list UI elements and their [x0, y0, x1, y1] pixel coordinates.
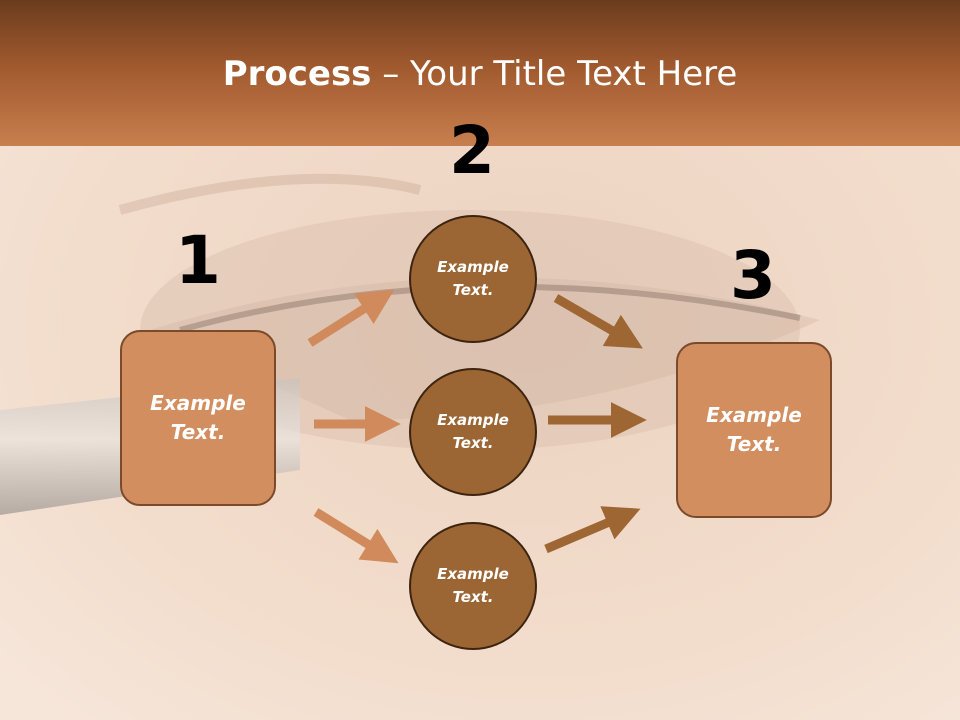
arrow-1-to-bottom	[313, 508, 399, 564]
step-circle-bottom: Example Text.	[409, 522, 537, 650]
step-circle-top-label: Example Text.	[437, 258, 509, 299]
title-bar	[0, 0, 960, 146]
title-rest-part: – Your Title Text Here	[371, 54, 738, 94]
step-box-3: Example Text.	[676, 342, 832, 518]
arrow-1-to-top	[307, 289, 395, 347]
step-circle-middle-label: Example Text.	[437, 411, 509, 452]
step-circle-bottom-label: Example Text.	[437, 565, 509, 606]
arrow-top-to-3	[553, 294, 643, 349]
step-circle-middle: Example Text.	[409, 368, 537, 496]
slide-title: Process – Your Title Text Here	[0, 52, 960, 96]
step-circle-top: Example Text.	[409, 215, 537, 343]
arrow-bottom-to-3	[544, 506, 641, 554]
step-number-1: 1	[175, 222, 221, 299]
step-number-2: 2	[449, 112, 495, 189]
step-box-3-label: Example Text.	[706, 403, 802, 456]
step-box-1: Example Text.	[120, 330, 276, 506]
step-number-3: 3	[730, 237, 776, 314]
title-bold-part: Process	[222, 54, 372, 94]
step-box-1-label: Example Text.	[150, 391, 246, 444]
